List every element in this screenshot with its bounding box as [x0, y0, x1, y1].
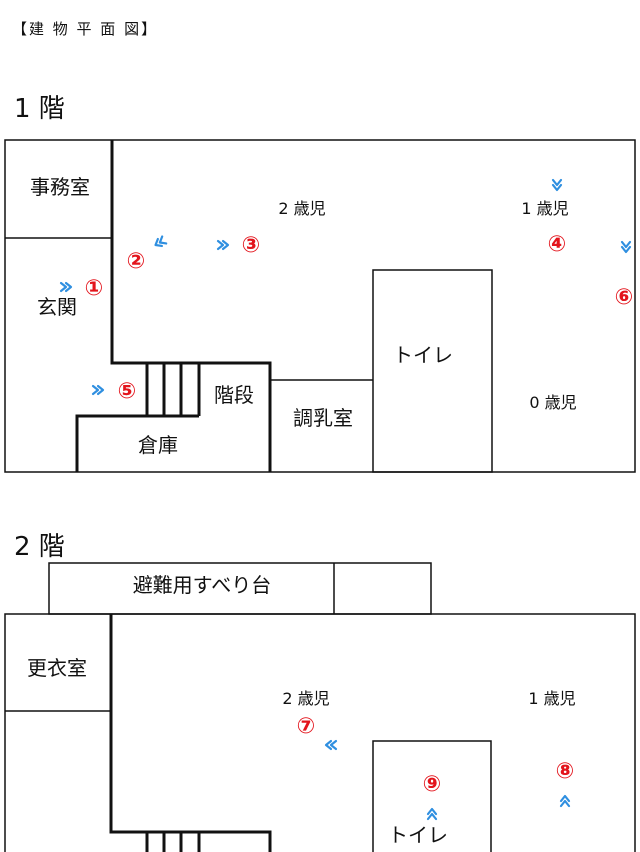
marker-5: ⑤ — [118, 379, 137, 404]
room-entrance: 玄関 — [37, 295, 77, 319]
page-title: 【建 物 平 面 図】 — [12, 20, 159, 38]
arrow-left-icon — [324, 739, 338, 751]
room-age1-f2: 1 歳児 — [528, 689, 575, 708]
arrow-upleft-icon — [152, 235, 168, 250]
marker-2: ② — [127, 249, 146, 274]
arrow-right-icon — [216, 239, 230, 251]
room-storage: 倉庫 — [138, 433, 178, 457]
room-office: 事務室 — [30, 175, 90, 199]
storage-wall — [75, 414, 199, 472]
room-toilet-f2: トイレ — [388, 823, 448, 847]
marker-4: ④ — [548, 232, 567, 257]
marker-1: ① — [85, 276, 104, 301]
room-age1: 1 歳児 — [521, 199, 568, 218]
marker-3: ③ — [242, 233, 261, 258]
floor-1-label: 1 階 — [14, 94, 65, 124]
room-stairs: 階段 — [214, 383, 254, 407]
marker-7: ⑦ — [297, 714, 316, 739]
arrow-down-icon — [620, 240, 632, 254]
room-age0: 0 歳児 — [529, 393, 576, 412]
entrance-wall — [110, 140, 272, 472]
floor-2-wall — [109, 614, 272, 852]
room-age2-f2: 2 歳児 — [282, 689, 329, 708]
marker-8: ⑧ — [556, 759, 575, 784]
floor-1-outline — [4, 139, 636, 473]
marker-6: ⑥ — [615, 285, 634, 310]
toilet-room-2 — [372, 740, 492, 852]
floor-2-label: 2 階 — [14, 532, 65, 562]
arrow-right-icon — [91, 384, 105, 396]
room-nursing: 調乳室 — [293, 406, 353, 430]
floor-2-plan — [4, 562, 636, 852]
marker-9: ⑨ — [423, 772, 442, 797]
room-changing: 更衣室 — [27, 656, 87, 680]
floor-2-outline — [4, 613, 636, 852]
room-slide: 避難用すべり台 — [133, 573, 272, 597]
arrow-up-icon — [426, 807, 438, 821]
toilet-room — [372, 269, 493, 473]
arrow-down-icon — [551, 178, 563, 192]
room-toilet: トイレ — [393, 343, 453, 367]
floor-1-plan — [4, 139, 636, 473]
room-age2: 2 歳児 — [278, 199, 325, 218]
arrow-right-icon — [59, 281, 73, 293]
arrow-up-icon — [559, 794, 571, 808]
